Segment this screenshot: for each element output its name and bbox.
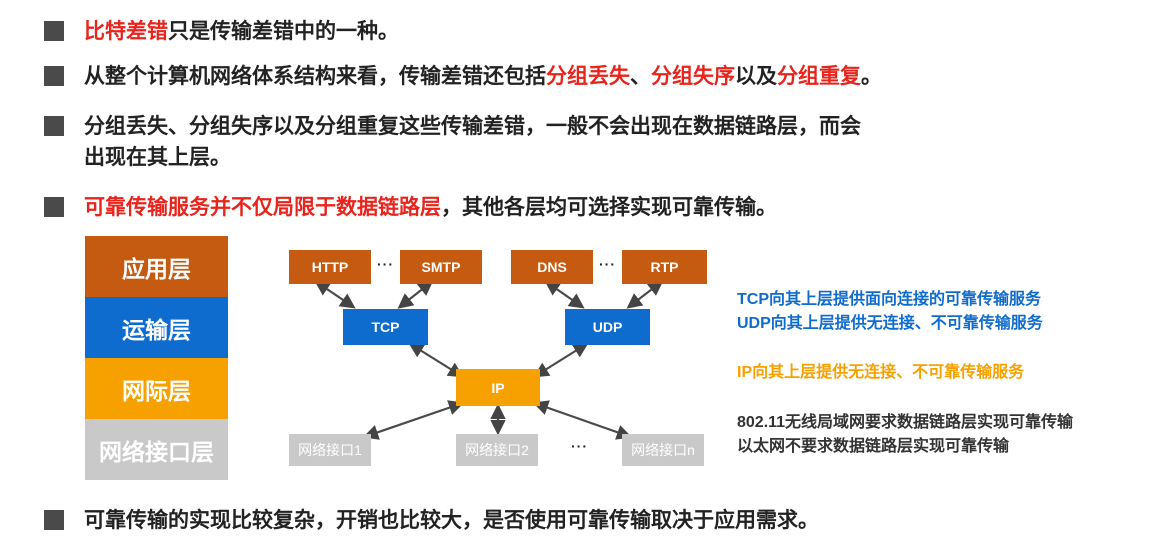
bullet-2-text: 从整个计算机网络体系结构来看，传输差错还包括分组丢失、分组失序以及分组重复。 [84, 61, 882, 92]
arrow-http-tcp [314, 280, 356, 309]
ellipsis-interfaces: ··· [571, 438, 588, 454]
bullet-4: 可靠传输服务并不仅局限于数据链路层，其他各层均可选择实现可靠传输。 [44, 192, 777, 223]
arrow-smtp-tcp [397, 280, 434, 309]
bullet-2-lead: 从整个计算机网络体系结构来看，传输差错还包括 [84, 65, 546, 88]
bullet-2-end: 。 [861, 65, 882, 88]
separator: 以及 [735, 65, 777, 88]
note-tcp: TCP向其上层提供面向连接的可靠传输服务 [737, 291, 1042, 308]
protocol-smtp: SMTP [400, 250, 482, 284]
arrow-udp-ip [533, 342, 589, 378]
arrow-tcp-ip [408, 342, 464, 378]
protocol-tcp: TCP [343, 309, 428, 345]
bullet-square-icon [44, 510, 64, 530]
layer-internet: 网际层 [85, 358, 228, 419]
highlight-packet-reorder: 分组失序 [651, 65, 735, 88]
bullet-3-text: 分组丢失、分组失序以及分组重复这些传输差错，一般不会出现在数据链路层，而会 出现… [84, 111, 861, 173]
highlight-reliable-not-limited: 可靠传输服务并不仅局限于数据链路层 [84, 196, 441, 219]
protocol-udp: UDP [565, 309, 650, 345]
bullet-3: 分组丢失、分组失序以及分组重复这些传输差错，一般不会出现在数据链路层，而会 出现… [44, 111, 861, 173]
separator: 、 [630, 65, 651, 88]
protocol-dns: DNS [511, 250, 593, 284]
note-ip: IP向其上层提供无连接、不可靠传输服务 [737, 364, 1025, 381]
bullet-3-line-2: 出现在其上层。 [84, 146, 231, 169]
highlight-packet-loss: 分组丢失 [546, 65, 630, 88]
bullet-1: 比特差错只是传输差错中的一种。 [44, 16, 399, 47]
bullet-1-rest: 只是传输差错中的一种。 [168, 20, 399, 43]
network-interface-n: 网络接口n [622, 434, 704, 466]
network-interface-2: 网络接口2 [456, 434, 538, 466]
arrow-ip-ifn [532, 400, 633, 440]
bullet-square-icon [44, 197, 64, 217]
arrow-rtp-udp [626, 280, 664, 309]
bullet-square-icon [44, 66, 64, 86]
protocol-rtp: RTP [622, 250, 707, 284]
bullet-2: 从整个计算机网络体系结构来看，传输差错还包括分组丢失、分组失序以及分组重复。 [44, 61, 882, 92]
highlight-bit-error: 比特差错 [84, 20, 168, 43]
bullet-5: 可靠传输的实现比较复杂，开销也比较大，是否使用可靠传输取决于应用需求。 [44, 505, 819, 536]
ellipsis-app-left: ··· [377, 256, 394, 272]
note-wifi: 802.11无线局域网要求数据链路层实现可靠传输 [737, 414, 1074, 431]
protocol-ip: IP [456, 369, 540, 406]
layer-network-interface: 网络接口层 [85, 419, 228, 480]
bullet-square-icon [44, 116, 64, 136]
bullet-1-text: 比特差错只是传输差错中的一种。 [84, 16, 399, 47]
arrow-dns-udp [544, 280, 585, 309]
layer-application: 应用层 [85, 236, 228, 297]
note-udp: UDP向其上层提供无连接、不可靠传输服务 [737, 315, 1043, 332]
note-ethernet: 以太网不要求数据链路层实现可靠传输 [737, 438, 1010, 455]
bullet-5-text: 可靠传输的实现比较复杂，开销也比较大，是否使用可靠传输取决于应用需求。 [84, 509, 819, 532]
network-interface-1: 网络接口1 [289, 434, 371, 466]
arrow-ip-if1 [362, 400, 465, 440]
protocol-http: HTTP [289, 250, 371, 284]
ellipsis-app-right: ··· [599, 256, 616, 272]
bullet-3-line-1: 分组丢失、分组失序以及分组重复这些传输差错，一般不会出现在数据链路层，而会 [84, 115, 861, 138]
highlight-packet-duplicate: 分组重复 [777, 65, 861, 88]
bullet-4-text: 可靠传输服务并不仅局限于数据链路层，其他各层均可选择实现可靠传输。 [84, 192, 777, 223]
layer-transport: 运输层 [85, 297, 228, 358]
bullet-square-icon [44, 21, 64, 41]
bullet-4-rest: ，其他各层均可选择实现可靠传输。 [441, 196, 777, 219]
